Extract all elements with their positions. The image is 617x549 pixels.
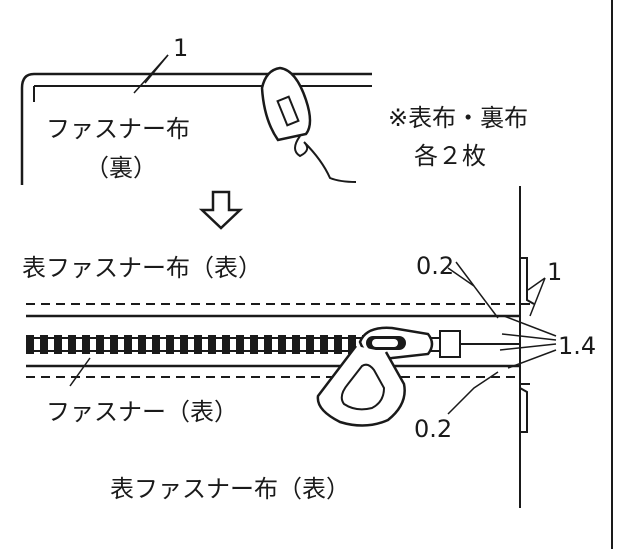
lower-fabric-band [26,364,520,378]
zipper-teeth [26,330,520,358]
zipper-tooth-row [26,335,426,354]
dimension-label-upper: 0.2 [416,252,454,280]
top-fabric-group: 1 ファスナー布 （裏） ※表布・裏布 各２枚 [20,34,528,185]
zipper-label: ファスナー（表） [46,398,238,426]
dimension-label-right-1: 1 [547,258,562,286]
dimension-label-1: 1 [173,34,188,62]
dimension-label-lower: 0.2 [414,415,452,443]
note-line-1: ※表布・裏布 [388,104,528,132]
leader-line [69,357,91,387]
zipper-pull-icon [316,326,434,427]
right-edge-details [519,257,535,433]
top-fabric-label: 表ファスナー布（表） [22,254,262,282]
leader-line [144,54,169,84]
down-arrow-icon [198,190,244,230]
dimension-label-right-14: 1.4 [558,332,596,360]
zipper-stop [439,330,461,358]
iron-icon [260,66,357,183]
upper-fabric-band [26,303,520,318]
note-line-2: 各２枚 [414,142,486,170]
fabric-label: ファスナー布 [46,115,190,143]
dimension-leaders [447,261,557,415]
bottom-fabric-label: 表ファスナー布（表） [110,475,350,503]
fabric-fold-top [20,72,372,185]
back-side-label: （裏） [85,154,157,182]
